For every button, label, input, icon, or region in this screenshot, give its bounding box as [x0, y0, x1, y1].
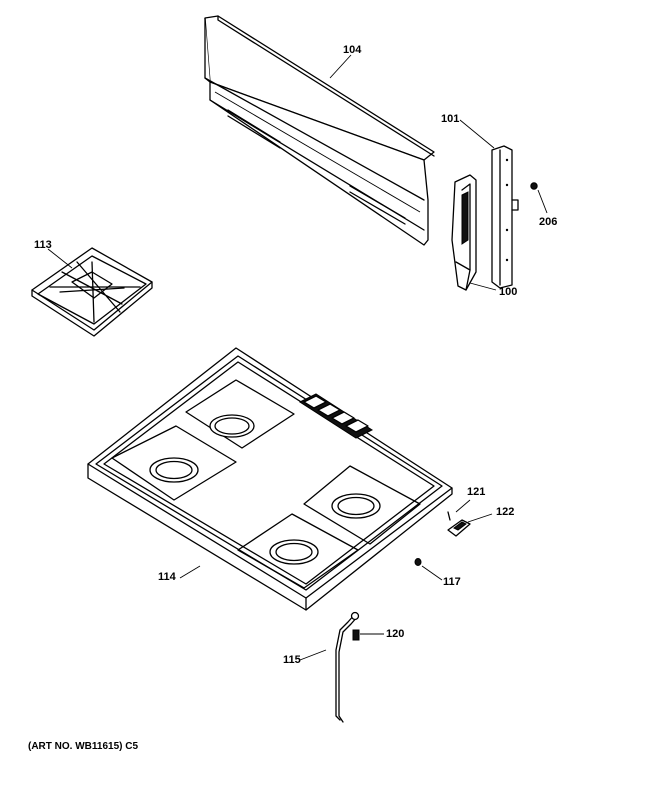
part-label-115: 115	[283, 654, 301, 666]
part-label-206: 206	[539, 216, 558, 228]
leader-lines	[47, 54, 548, 661]
art-number-caption: (ART NO. WB11615) C5	[28, 741, 139, 752]
part-label-121: 121	[467, 486, 486, 498]
bracket-122	[447, 519, 471, 537]
support-rod-115	[335, 611, 360, 723]
part-label-104: 104	[343, 44, 362, 56]
side-bracket-101	[491, 145, 519, 289]
part-label-122: 122	[496, 506, 515, 518]
grommet-117	[414, 558, 422, 566]
part-label-113: 113	[34, 239, 52, 251]
part-label-100: 100	[499, 286, 518, 298]
side-trim-100	[451, 174, 477, 291]
backguard-panel-104	[204, 15, 435, 246]
screw-206	[530, 182, 538, 190]
part-label-117: 117	[443, 576, 461, 588]
burner-grate-113	[31, 247, 153, 337]
part-label-120: 120	[386, 628, 405, 640]
part-label-101: 101	[441, 113, 460, 125]
clip-121	[447, 511, 451, 521]
cooktop-114	[87, 347, 453, 611]
part-label-114: 114	[158, 571, 176, 583]
clip-120	[352, 629, 360, 641]
